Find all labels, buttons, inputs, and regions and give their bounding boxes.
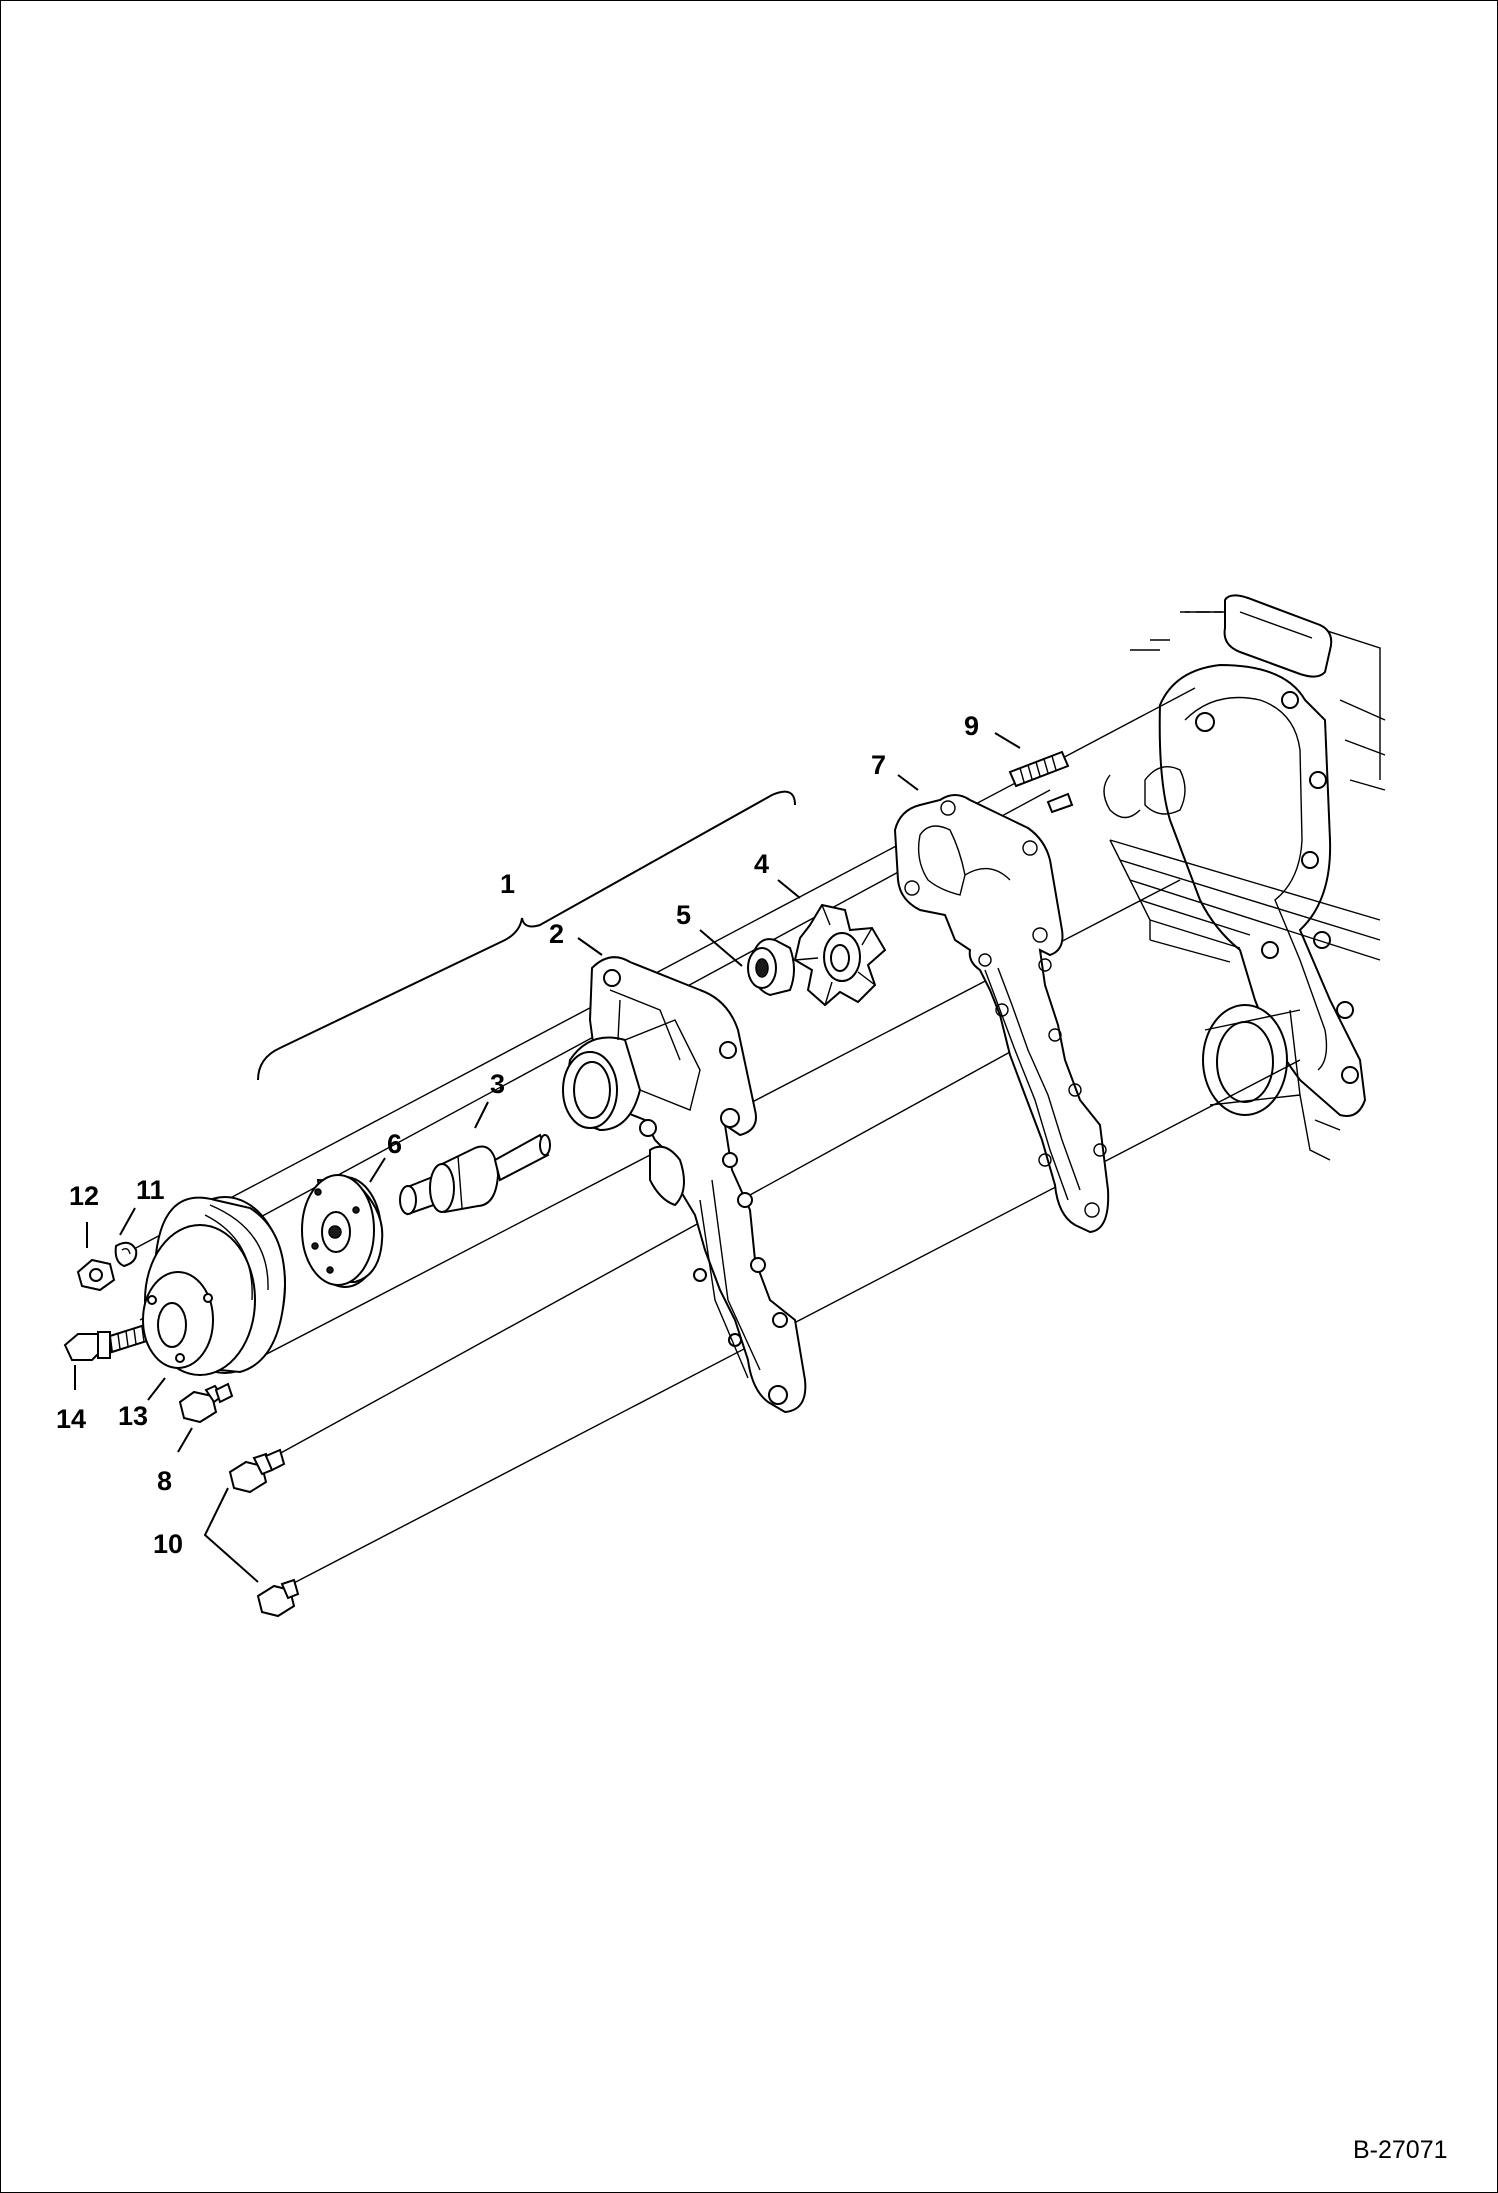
part-8-bolt [178,1382,234,1424]
callout-8: 8 [157,1466,172,1496]
callout-10: 10 [153,1529,183,1559]
part-10-plug-lower [256,1578,300,1618]
callout-9: 9 [964,711,979,741]
part-11-washer [114,1241,138,1268]
callout-14: 14 [56,1404,86,1434]
callout-12: 12 [69,1181,99,1211]
part-12-nut [76,1258,116,1292]
callout-11: 11 [136,1175,165,1205]
part-3-shaft-bearing [399,1133,551,1216]
callout-6: 6 [387,1129,402,1159]
part-4-impeller [793,903,887,1007]
part-2-pump-body [562,956,807,1414]
leader-13 [147,1377,166,1401]
part-13-pulley [142,1196,287,1376]
leader-5 [699,929,743,967]
part-14-bolt [63,1322,152,1361]
leader-4 [777,879,801,899]
leader-3 [474,1101,489,1129]
leader-7 [897,774,919,791]
part-7-gasket [893,794,1110,1234]
callout-5: 5 [676,900,691,930]
leader-6 [369,1157,386,1183]
callout-3: 3 [490,1069,505,1099]
leader-2 [577,937,603,956]
figure-number: B-27071 [1353,2136,1448,2164]
leader-lines [74,732,1021,1583]
leader-8 [177,1427,193,1453]
callout-4: 4 [754,849,769,879]
leader-10 [203,1487,259,1583]
callout-13: 13 [118,1401,148,1431]
part-5-seal [747,938,795,997]
part-10-plug-upper [228,1448,286,1494]
assembly-bracket [257,790,796,1081]
leader-9 [994,732,1021,749]
callout-7: 7 [871,750,886,780]
callout-1: 1 [500,869,515,899]
part-6-hub [301,1174,384,1288]
part-9-stud [1008,750,1074,814]
leader-11 [119,1207,136,1236]
callout-2: 2 [549,919,564,949]
callout-labels: 1 2 3 4 5 6 7 8 9 10 11 12 13 14 [56,711,979,1559]
engine-block [1103,594,1386,1161]
